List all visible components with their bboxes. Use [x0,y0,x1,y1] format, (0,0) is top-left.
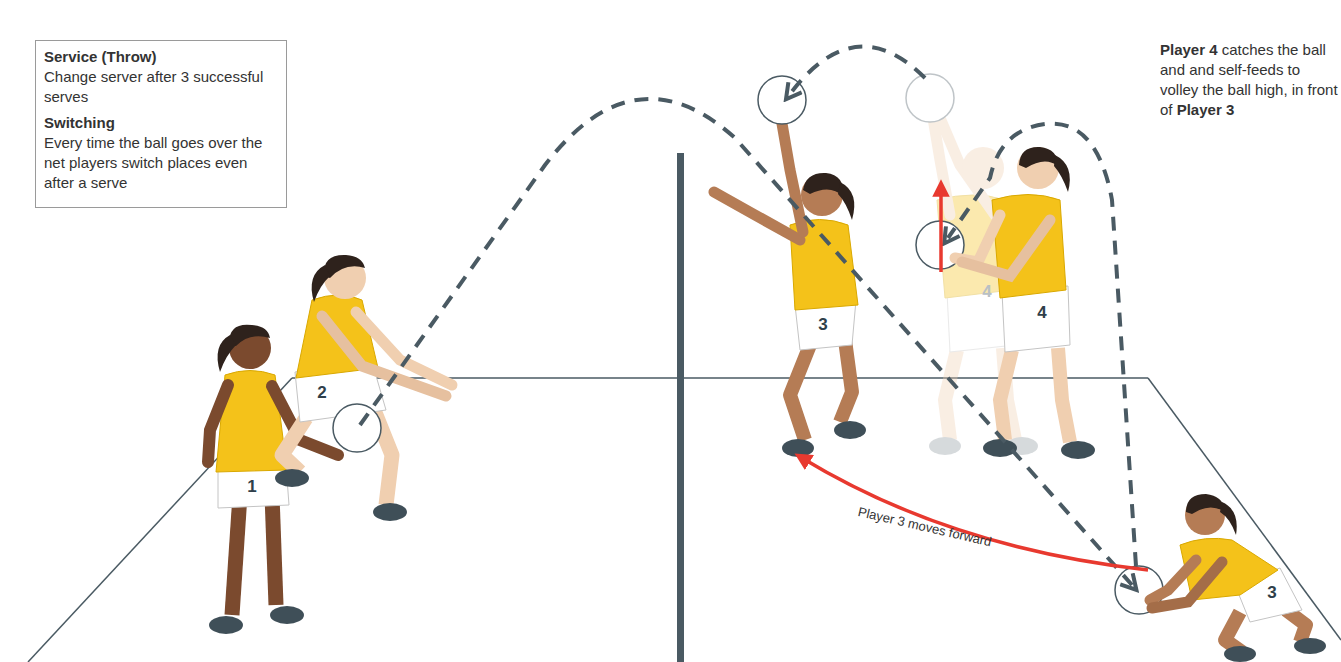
shoe [1224,646,1256,662]
box-heading: Switching [44,113,278,133]
player-figure [916,147,1095,459]
arm [1152,562,1222,608]
leg [1225,612,1242,652]
arm [208,385,228,462]
arm [322,316,446,396]
shoe [373,503,407,521]
leg [840,340,852,422]
leg [282,418,306,472]
hair [229,325,270,346]
ponytail [1220,502,1237,535]
box-body: Change server after 3 successful serves [44,67,278,107]
leg [1058,348,1070,442]
leg [1286,610,1306,642]
arm [962,220,1050,276]
ball [333,404,381,452]
ball [906,74,954,122]
movement-arrow [939,188,943,272]
ball-path [790,47,925,94]
callout-number: 3 [818,315,827,335]
callout-number: 2 [317,383,326,403]
leg [945,350,957,440]
shoe [782,439,814,457]
shoe [270,606,304,624]
callout-note: Player 4 catches the ball and and self-f… [1160,40,1338,120]
shoe [209,616,243,634]
ball-paths [360,47,1136,585]
note-box: Service (Throw)Change server after 3 suc… [35,40,287,208]
shoe [834,421,866,439]
net-post [677,153,684,662]
hair [1019,147,1058,168]
arm [714,192,800,240]
callout-player: Player 3 [1177,101,1235,118]
ponytail [312,265,330,302]
shoe [275,469,309,487]
court-line [1148,378,1341,640]
arm [780,112,803,232]
court-line [292,377,1148,379]
ponytail [838,182,854,220]
shoe [1061,441,1095,459]
player-figure [714,112,866,457]
callout-number: 3 [1267,583,1276,603]
leg [272,495,276,605]
leg [232,495,240,615]
hair [324,255,365,278]
movement-arrow [802,458,1148,570]
head [1185,495,1225,535]
leg [1000,350,1012,440]
head [1017,147,1059,189]
ball-path [948,124,1136,566]
callout-player: Player 4 [1160,41,1218,58]
ball-path [360,99,1132,585]
shoe [929,437,961,455]
ponytail [218,335,236,372]
leg [790,345,810,440]
box-body: Every time the ball goes over the net pl… [44,133,278,193]
player-figure [275,255,452,521]
arm [955,215,1000,262]
shoe [1294,638,1326,654]
box-heading: Service (Throw) [44,47,278,67]
callout-number: 1 [247,477,256,497]
player-figure [1115,494,1326,662]
arrow-label: Player 3 moves forward [857,504,993,549]
callout-number: 4 [982,282,991,302]
hair [1186,494,1225,514]
callout-number: 4 [1037,303,1046,323]
shoe [983,439,1017,457]
ponytail [1054,155,1070,192]
hair [803,173,843,196]
